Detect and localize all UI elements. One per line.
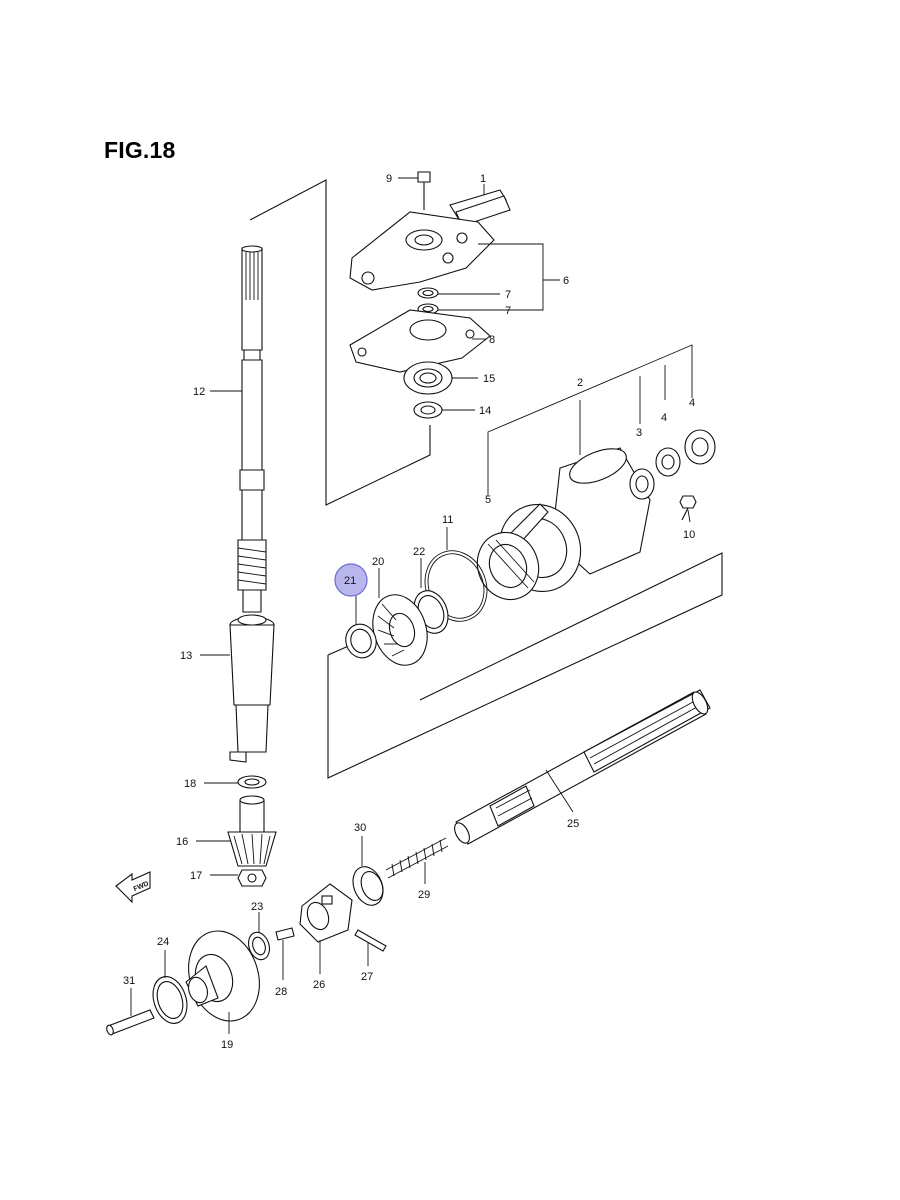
shim-part-21[interactable] — [341, 620, 380, 662]
pin-part-27[interactable] — [354, 929, 387, 952]
bolt-part-10[interactable] — [679, 495, 697, 521]
washer-part-23[interactable] — [245, 930, 273, 963]
callout-17: 17 — [190, 870, 202, 882]
callout-25: 25 — [567, 818, 579, 830]
pin-part-28[interactable] — [275, 927, 295, 941]
callout-9: 9 — [386, 173, 392, 185]
highlight-marker[interactable] — [334, 563, 368, 597]
seal-part-4-left[interactable] — [655, 447, 681, 477]
pinion-gear-part-16[interactable] — [227, 795, 277, 867]
figure-title: FIG.18 — [104, 137, 176, 163]
callout-7-upper: 7 — [505, 289, 511, 301]
callout-29: 29 — [418, 889, 430, 901]
callout-4-right: 4 — [689, 397, 695, 409]
callout-23: 23 — [251, 901, 263, 913]
callout-28: 28 — [275, 986, 287, 998]
callout-1: 1 — [480, 173, 486, 185]
callout-27: 27 — [361, 971, 373, 983]
propeller-shaft-part-25[interactable] — [452, 689, 711, 846]
callout-19: 19 — [221, 1039, 233, 1051]
callout-30: 30 — [354, 822, 366, 834]
guide-part-30[interactable] — [348, 862, 389, 910]
callout-16: 16 — [176, 836, 188, 848]
callout-20: 20 — [372, 556, 384, 568]
callout-7-lower: 7 — [505, 305, 511, 317]
callout-12: 12 — [193, 386, 205, 398]
callout-21: 21 — [344, 575, 356, 587]
callout-2: 2 — [577, 377, 583, 389]
bearing-part-15[interactable] — [403, 361, 453, 395]
callout-14: 14 — [479, 405, 491, 417]
washer-part-18[interactable] — [237, 775, 267, 789]
fwd-direction-arrow: FWD — [115, 871, 151, 904]
callout-24: 24 — [157, 936, 169, 948]
callout-6: 6 — [563, 275, 569, 287]
callout-26: 26 — [313, 979, 325, 991]
spring-part-29[interactable] — [385, 837, 449, 879]
callout-3: 3 — [636, 427, 642, 439]
sleeve-part-13[interactable] — [229, 614, 275, 763]
callout-18: 18 — [184, 778, 196, 790]
washer-part-14[interactable] — [413, 401, 443, 419]
group-frame-lower — [327, 552, 723, 779]
push-rod-part-31[interactable] — [105, 1009, 155, 1036]
shim-part-24[interactable] — [147, 972, 192, 1028]
clutch-dog-part-26[interactable] — [299, 883, 353, 943]
bolt-part-9[interactable] — [417, 171, 431, 210]
callout-15: 15 — [483, 373, 495, 385]
callout-5: 5 — [485, 494, 491, 506]
bevel-gear-part-20[interactable] — [364, 588, 436, 673]
bearing-part-5[interactable] — [467, 523, 548, 609]
callout-31: 31 — [123, 975, 135, 987]
seal-part-4-right[interactable] — [684, 429, 716, 465]
callout-13: 13 — [180, 650, 192, 662]
nut-part-17[interactable] — [237, 869, 267, 887]
gasket-part-8[interactable] — [349, 309, 491, 373]
pump-case-part-6[interactable] — [349, 211, 495, 291]
callout-8: 8 — [489, 334, 495, 346]
needle-bearing-part-3[interactable] — [629, 468, 655, 500]
callout-11: 11 — [442, 514, 453, 526]
group-frame-upper — [249, 179, 431, 506]
callout-10: 10 — [683, 529, 695, 541]
callout-4-left: 4 — [661, 412, 667, 424]
callout-22: 22 — [413, 546, 425, 558]
reverse-gear-part-19[interactable] — [177, 922, 270, 1031]
seal-part-7-upper[interactable] — [417, 287, 439, 299]
drive-shaft-part-12[interactable] — [237, 245, 267, 613]
